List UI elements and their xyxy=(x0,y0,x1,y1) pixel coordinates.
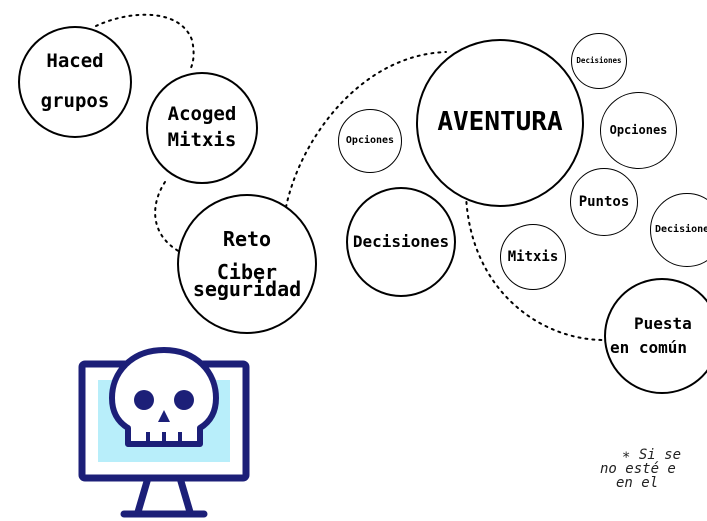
node-puesta-line-2: en común xyxy=(610,338,688,357)
node-aventura-label: AVENTURA xyxy=(437,107,563,138)
node-mitxis-label: Mitxis xyxy=(507,248,559,265)
skull-eye-right xyxy=(174,390,194,410)
node-puesta-line-1: Puesta xyxy=(634,313,692,333)
node-decisiones-top-label: Decisiones xyxy=(576,55,622,65)
node-decisiones-mid-label: Decisiones xyxy=(352,231,450,251)
footnote-line-3: en el xyxy=(616,475,659,491)
node-haced-grupos-line-2: grupos xyxy=(40,90,110,112)
node-reto-line-3: seguridad xyxy=(192,276,302,301)
node-opciones-right: Opciones xyxy=(600,92,677,169)
connector-reto-aventura xyxy=(285,51,447,208)
footnote-line-2: no esté e xyxy=(600,461,676,477)
node-puesta-en-comun: Puesta en común xyxy=(604,278,707,394)
node-opciones-left: Opciones xyxy=(338,109,402,173)
node-acoged-mitxis-line-1: Acoged xyxy=(167,103,237,126)
node-decisiones-top: Decisiones xyxy=(571,33,627,89)
node-haced-grupos-line-1: Haced xyxy=(46,50,104,73)
connector-aventura-puesta xyxy=(465,194,605,341)
footnote-line-1: ∗ Si se xyxy=(622,447,682,463)
computer-skull-icon xyxy=(78,347,250,518)
node-reto-line-2: Ciber xyxy=(216,259,278,284)
node-reto-line-1: Reto xyxy=(222,226,272,251)
node-decisiones-right: Decisiones xyxy=(650,193,707,267)
footnote: ∗ Si se no esté e en el xyxy=(600,448,707,490)
node-mitxis: Mitxis xyxy=(500,224,566,290)
node-puntos: Puntos xyxy=(570,168,638,236)
node-opciones-left-label: Opciones xyxy=(345,135,395,147)
node-haced-grupos: Haced grupos xyxy=(18,26,132,138)
node-acoged-mitxis: Acoged Mitxis xyxy=(146,72,258,184)
node-decisiones-right-label: Decisiones xyxy=(655,224,707,236)
connector-mitxis-reto xyxy=(154,181,181,253)
node-decisiones-mid: Decisiones xyxy=(346,187,456,297)
connector-grupos-mitxis xyxy=(95,13,195,71)
node-aventura: AVENTURA xyxy=(416,39,584,207)
skull-nose xyxy=(158,410,170,422)
skull xyxy=(109,347,219,447)
skull-eye-left xyxy=(134,390,154,410)
node-reto-ciberseguridad: Reto Ciber seguridad xyxy=(177,194,317,334)
monitor-stand xyxy=(120,474,208,518)
node-acoged-mitxis-line-2: Mitxis xyxy=(167,129,237,151)
node-opciones-right-label: Opciones xyxy=(609,122,668,137)
node-puntos-label: Puntos xyxy=(578,193,630,210)
